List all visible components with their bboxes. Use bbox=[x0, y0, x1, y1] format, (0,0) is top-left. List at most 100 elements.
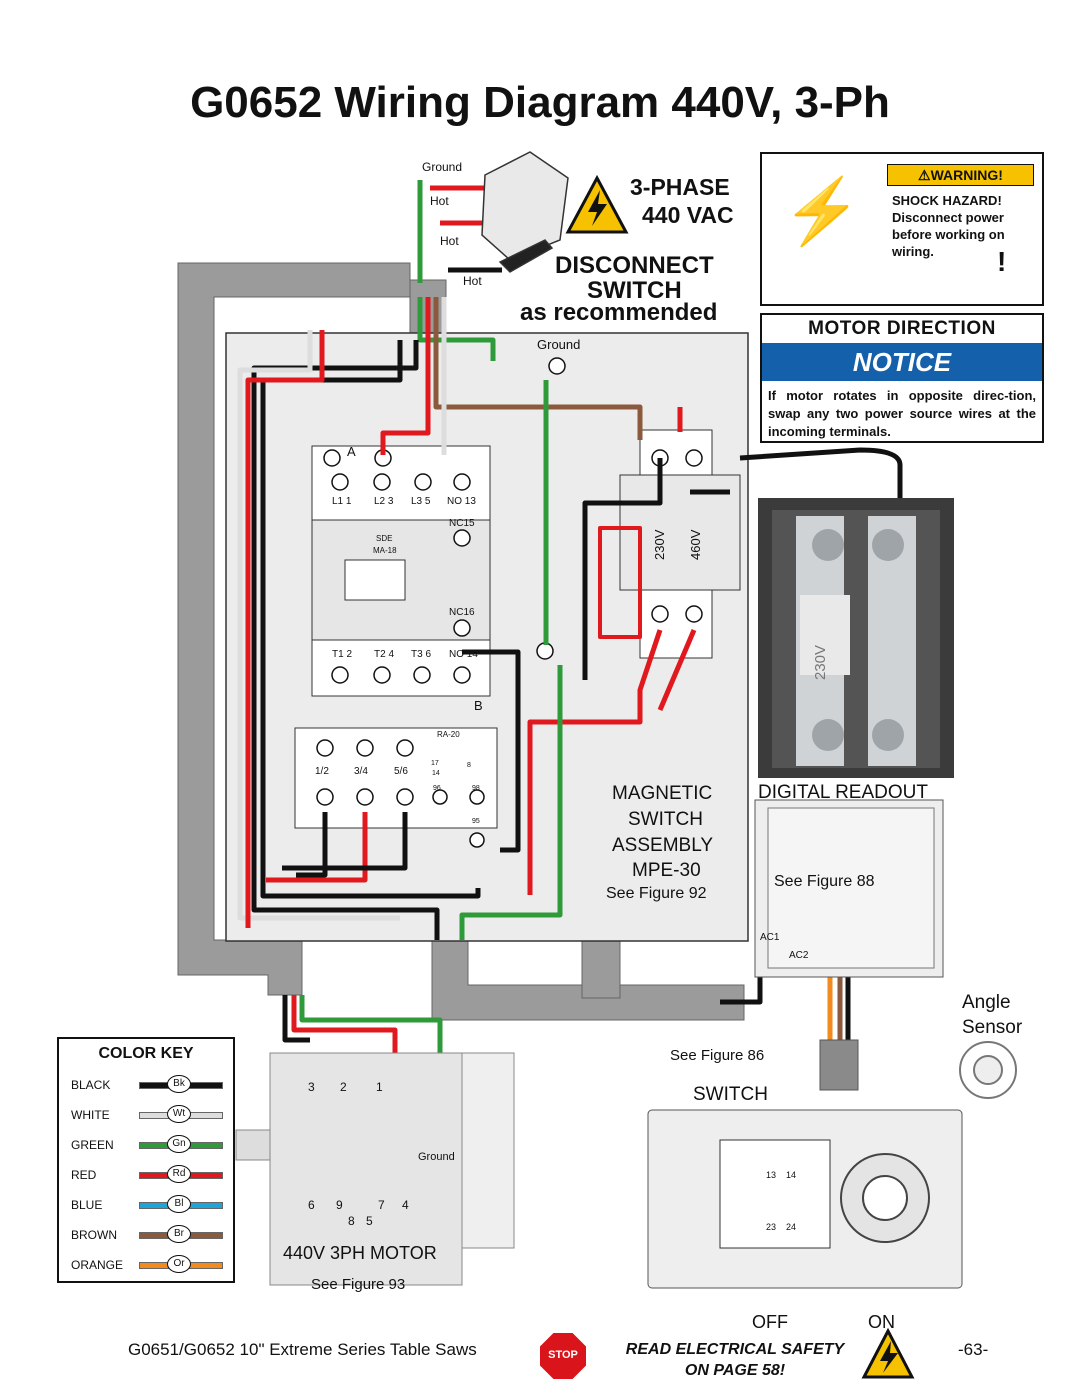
color-key-abbr: Bk bbox=[167, 1075, 191, 1093]
disconnect-label: DISCONNECT bbox=[555, 252, 714, 279]
digital-readout-label: DIGITAL READOUT bbox=[758, 782, 928, 803]
magnetic-label: MAGNETIC bbox=[612, 783, 713, 804]
dial-8: 8 bbox=[467, 762, 471, 769]
model-label: MA-18 bbox=[373, 546, 397, 555]
hot-label-2: Hot bbox=[440, 234, 459, 248]
mag-switch-label: SWITCH bbox=[628, 809, 703, 830]
overload-term-1: 1/2 bbox=[315, 766, 329, 777]
color-key-name: RED bbox=[71, 1168, 97, 1182]
color-key-name: ORANGE bbox=[71, 1258, 124, 1272]
terminal-nc16: NC16 bbox=[449, 607, 475, 618]
switch-label: SWITCH bbox=[587, 277, 682, 304]
terminal-no13: NO 13 bbox=[447, 496, 476, 507]
page-number: -63- bbox=[958, 1340, 989, 1359]
ac2-label: AC2 bbox=[789, 950, 809, 961]
color-key-abbr: Br bbox=[167, 1225, 191, 1243]
hot-label-1: Hot bbox=[430, 194, 449, 208]
color-key-name: WHITE bbox=[71, 1108, 110, 1122]
contact-b-label: B bbox=[474, 698, 483, 713]
motor-term-6: 6 bbox=[308, 1198, 315, 1212]
switch-ground-label: Ground bbox=[537, 337, 581, 352]
terminal-nc15: NC15 bbox=[449, 518, 475, 529]
terminal-l1: L1 1 bbox=[332, 496, 352, 507]
hot-label-3: Hot bbox=[463, 274, 482, 288]
shock-person-icon: ⚡ bbox=[782, 175, 862, 247]
motor-see-figure[interactable]: See Figure 93 bbox=[311, 1276, 406, 1293]
phase-label: 3-PHASE bbox=[630, 174, 730, 200]
on-label: ON bbox=[868, 1312, 895, 1332]
motor-term-8: 8 bbox=[348, 1214, 355, 1228]
motor-term-7: 7 bbox=[378, 1198, 385, 1212]
stop-icon: STOP bbox=[548, 1349, 578, 1361]
notice-banner: NOTICE bbox=[762, 343, 1042, 381]
dial-17: 17 bbox=[431, 760, 439, 767]
color-key-abbr: Bl bbox=[167, 1195, 191, 1213]
motor-direction-text: If motor rotates in opposite direc-tion,… bbox=[768, 388, 1036, 439]
color-key-abbr: Gn bbox=[167, 1135, 191, 1153]
aux-95: 95 bbox=[472, 818, 480, 825]
motor-ground-label: Ground bbox=[418, 1151, 455, 1163]
motor-direction-header: MOTOR DIRECTION bbox=[808, 318, 996, 339]
tap-230v: 230V bbox=[652, 529, 667, 560]
terminal-l3: L3 5 bbox=[411, 496, 431, 507]
photo-230v-label: 230V bbox=[812, 644, 829, 680]
ac1-label: AC1 bbox=[760, 932, 780, 943]
switch-term-14: 14 bbox=[786, 1170, 797, 1180]
color-key-abbr: Or bbox=[167, 1255, 191, 1273]
color-key-row: ORANGE Or bbox=[71, 1255, 231, 1275]
motor-term-3: 3 bbox=[308, 1080, 315, 1094]
switch-see-figure[interactable]: See Figure 86 bbox=[670, 1047, 765, 1064]
angle-label: Angle bbox=[962, 992, 1011, 1013]
terminal-t1: T1 2 bbox=[332, 649, 353, 660]
color-key-title: COLOR KEY bbox=[98, 1045, 194, 1062]
motor-term-4: 4 bbox=[402, 1198, 409, 1212]
footer-model: G0651/G0652 10" Extreme Series Table Saw… bbox=[128, 1340, 477, 1359]
warning-box: ⚠WARNING! SHOCK HAZARD! Disconnect power… bbox=[760, 152, 1044, 306]
as-recommended-label: as recommended bbox=[520, 299, 718, 326]
motor-direction-notice: MOTOR DIRECTION NOTICE If motor rotates … bbox=[760, 313, 1044, 443]
color-key-row: GREEN Gn bbox=[71, 1135, 231, 1155]
mpe30-label: MPE-30 bbox=[632, 860, 701, 881]
ground-label: Ground bbox=[422, 160, 463, 174]
terminal-t3: T3 6 bbox=[411, 649, 432, 660]
off-label: OFF bbox=[752, 1312, 788, 1332]
mag-see-figure[interactable]: See Figure 92 bbox=[606, 885, 707, 902]
motor-term-9: 9 bbox=[336, 1198, 343, 1212]
overload-model: RA-20 bbox=[437, 730, 460, 739]
switch-title: SWITCH bbox=[693, 1084, 768, 1105]
color-key-row: BROWN Br bbox=[71, 1225, 231, 1245]
overload-term-3: 5/6 bbox=[394, 766, 408, 777]
tap-460v: 460V bbox=[688, 529, 703, 560]
assembly-label: ASSEMBLY bbox=[612, 835, 714, 856]
color-key-row: WHITE Wt bbox=[71, 1105, 231, 1125]
warning-text: SHOCK HAZARD! Disconnect power before wo… bbox=[892, 193, 1005, 259]
dial-14: 14 bbox=[432, 770, 440, 777]
switch-term-24: 24 bbox=[786, 1222, 797, 1232]
switch-term-23: 23 bbox=[766, 1222, 777, 1232]
voltage-label: 440 VAC bbox=[642, 202, 734, 228]
motor-term-2: 2 bbox=[340, 1080, 347, 1094]
overload-term-2: 3/4 bbox=[354, 766, 368, 777]
terminal-t2: T2 4 bbox=[374, 649, 395, 660]
footer-safety: READ ELECTRICAL SAFETY ON PAGE 58! bbox=[625, 1341, 845, 1379]
color-key-name: BROWN bbox=[71, 1228, 117, 1242]
aux-96: 96 bbox=[433, 785, 441, 792]
contact-a-label: A bbox=[347, 444, 356, 459]
sde-label: SDE bbox=[376, 534, 393, 543]
color-key-name: GREEN bbox=[71, 1138, 114, 1152]
motor-term-5: 5 bbox=[366, 1214, 373, 1228]
page-title: G0652 Wiring Diagram 440V, 3-Ph bbox=[190, 78, 890, 127]
color-key-name: BLUE bbox=[71, 1198, 103, 1212]
aux-98: 98 bbox=[472, 785, 480, 792]
readout-see-figure[interactable]: See Figure 88 bbox=[774, 873, 875, 890]
terminal-no14: NO 14 bbox=[449, 649, 478, 660]
warning-triangle-icon: ⚠ bbox=[918, 167, 931, 183]
color-key-abbr: Wt bbox=[167, 1105, 191, 1123]
sensor-label: Sensor bbox=[962, 1017, 1023, 1038]
warning-header: ⚠WARNING! bbox=[887, 164, 1034, 186]
terminal-l2: L2 3 bbox=[374, 496, 394, 507]
